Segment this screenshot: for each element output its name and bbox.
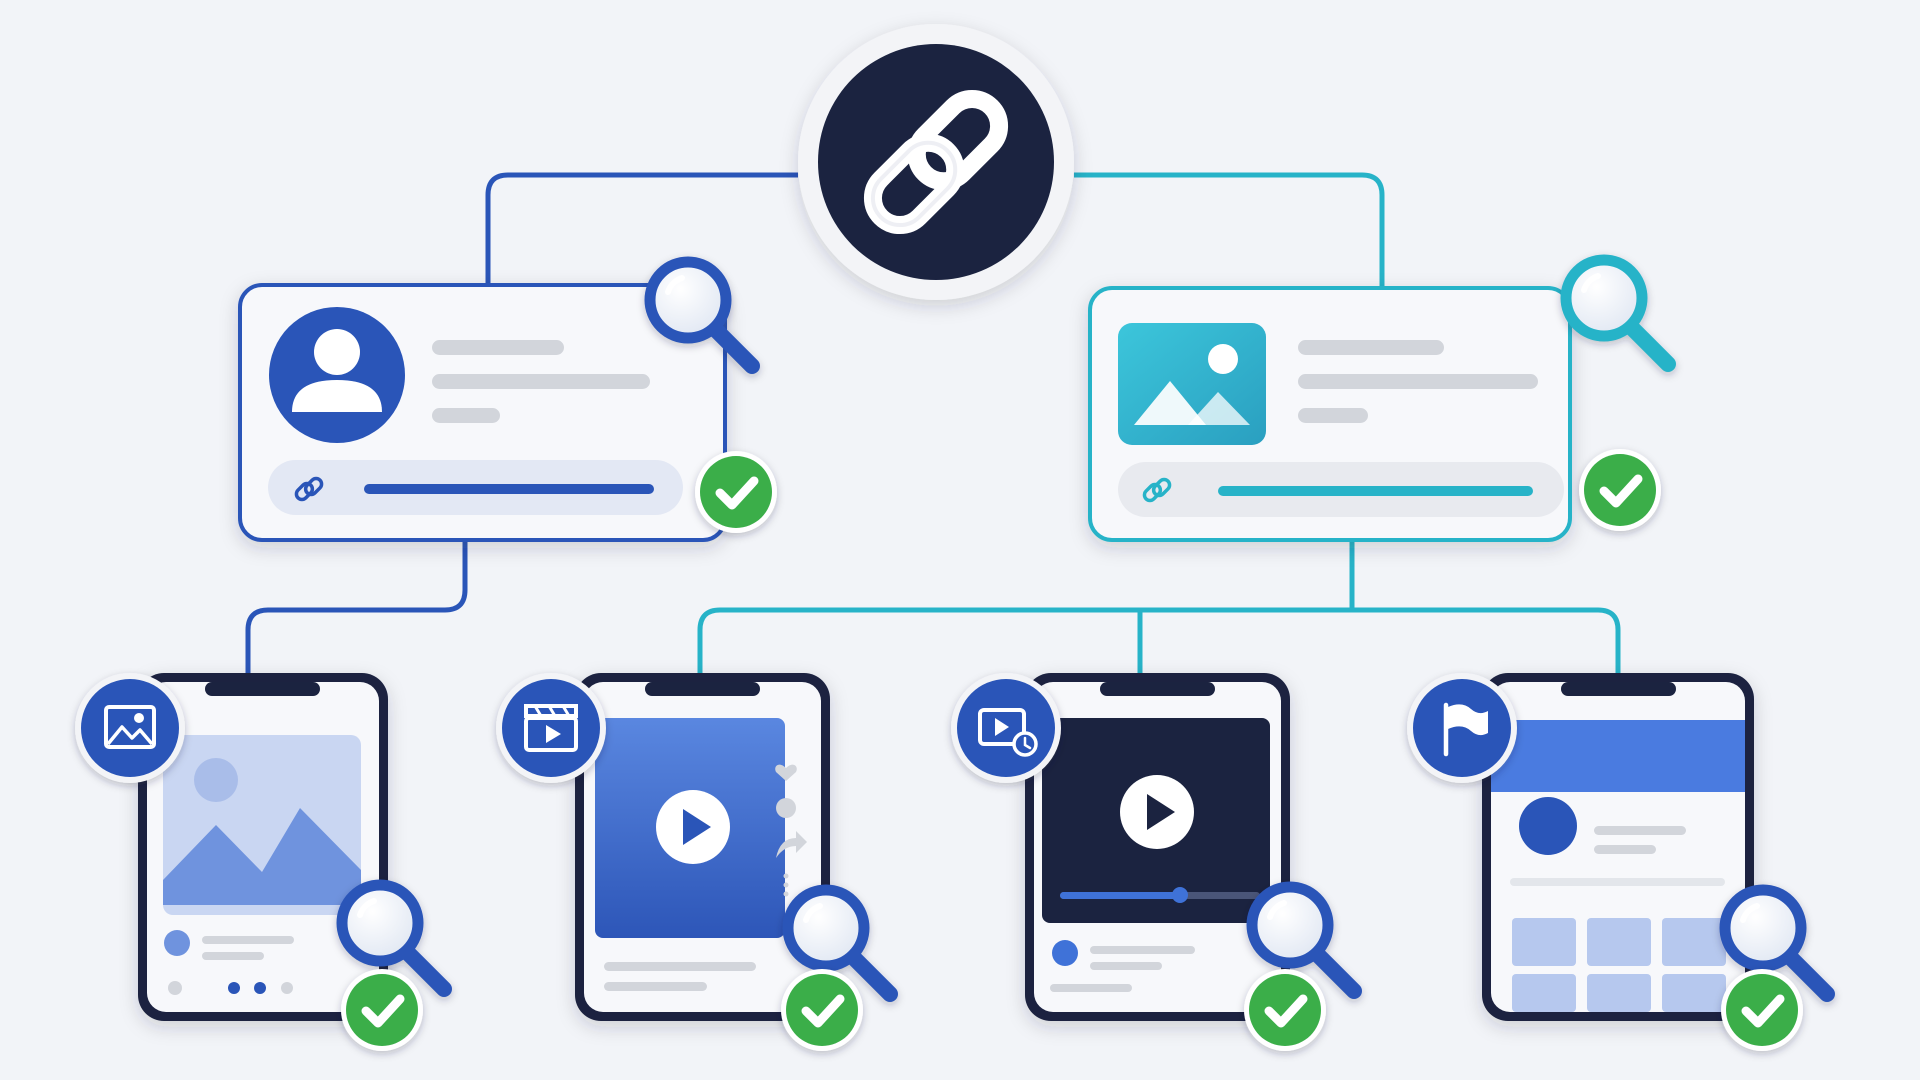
user-icon (292, 329, 382, 412)
connector-user-card-to-phone-1 (245, 540, 468, 676)
link-field[interactable] (1118, 462, 1564, 517)
avatar (164, 930, 190, 956)
text-placeholder (604, 962, 756, 971)
hub-node[interactable] (798, 24, 1074, 300)
connector-lines (245, 172, 1621, 676)
text-placeholder (202, 936, 294, 944)
text-placeholder (202, 952, 264, 960)
heart-icon (775, 764, 797, 781)
avatar (1052, 940, 1078, 966)
clapperboard-icon (496, 673, 606, 783)
link-field[interactable] (268, 460, 683, 515)
check-icon (1579, 449, 1661, 531)
avatar (269, 307, 405, 443)
phone-notch (1100, 682, 1215, 696)
cover-banner (1491, 720, 1745, 792)
profile-card-image[interactable] (1088, 260, 1668, 542)
phone-photo-post[interactable] (75, 673, 444, 1051)
profile-card-user[interactable] (238, 262, 777, 542)
flag-icon (1407, 673, 1517, 783)
phone-video[interactable] (951, 673, 1354, 1051)
phone-notch (1561, 682, 1676, 696)
check-icon (1244, 969, 1326, 1051)
link-url-bar (364, 484, 654, 494)
text-placeholder (1594, 845, 1656, 854)
playback-progress (1060, 892, 1180, 899)
check-icon (341, 969, 423, 1051)
phone-reel[interactable] (496, 673, 890, 1051)
connector-hub-to-user-card (485, 172, 798, 288)
connector-image-card-to-phones (697, 540, 1621, 676)
text-placeholder (1594, 826, 1686, 835)
phone-page[interactable] (1407, 673, 1827, 1051)
image-icon (1118, 323, 1266, 445)
text-placeholder (1298, 340, 1444, 355)
image-icon (75, 673, 185, 783)
magnifier-icon[interactable] (1566, 260, 1668, 364)
photo-grid (1512, 918, 1726, 1012)
share-icon (776, 831, 807, 858)
check-icon (1721, 969, 1803, 1051)
link-url-bar (1218, 486, 1533, 496)
more-dots (783, 873, 789, 897)
carousel-dots (168, 981, 293, 995)
text-placeholder (1298, 374, 1538, 389)
text-placeholder (432, 408, 500, 423)
connector-hub-to-image-card (1074, 172, 1385, 290)
video-player (1042, 718, 1270, 923)
text-placeholder (432, 374, 650, 389)
chain-link-icon (863, 89, 1009, 235)
comment-icon (776, 798, 796, 818)
video-clock-icon (951, 673, 1061, 783)
text-placeholder (432, 340, 564, 355)
phone-notch (205, 682, 320, 696)
text-placeholder (1090, 946, 1195, 954)
landscape-image (163, 735, 361, 915)
check-icon (781, 969, 863, 1051)
profile-page (1491, 720, 1745, 1012)
playback-scrubber[interactable] (1172, 887, 1188, 903)
text-placeholder (1090, 962, 1162, 970)
text-placeholder (1298, 408, 1368, 423)
check-icon (695, 451, 777, 533)
phone-notch (645, 682, 760, 696)
text-placeholder (604, 982, 707, 991)
divider (1510, 878, 1725, 886)
text-placeholder (1050, 984, 1132, 992)
video-play (595, 718, 785, 938)
